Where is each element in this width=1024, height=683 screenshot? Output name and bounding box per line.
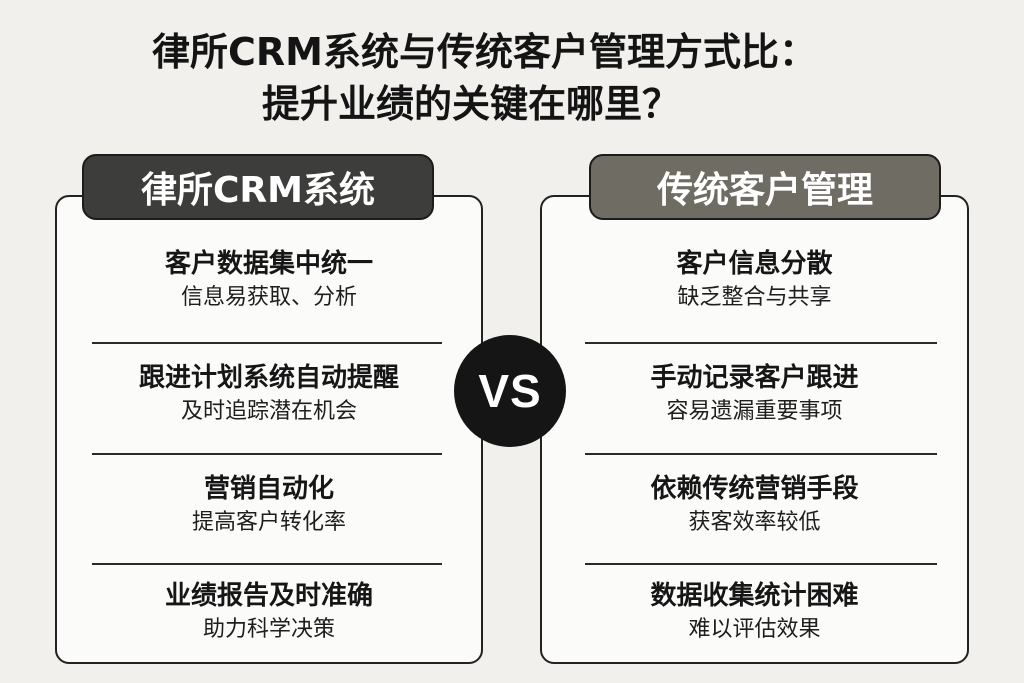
divider xyxy=(92,453,442,455)
title-line-1: 律所CRM系统与传统客户管理方式比： xyxy=(152,30,817,74)
item-heading: 跟进计划系统自动提醒 xyxy=(138,363,399,393)
list-item: 手动记录客户跟进 容易遗漏重要事项 xyxy=(542,361,967,427)
item-detail: 提高客户转化率 xyxy=(191,510,346,535)
crm-system-panel: 客户数据集中统一 信息易获取、分析 跟进计划系统自动提醒 及时追踪潜在机会 营销… xyxy=(55,195,483,664)
item-detail: 获客效率较低 xyxy=(688,510,821,535)
item-heading: 数据收集统计困难 xyxy=(650,581,859,611)
list-item: 依赖传统营销手段 获客效率较低 xyxy=(542,472,967,538)
divider xyxy=(585,563,937,565)
item-heading: 客户信息分散 xyxy=(676,249,833,279)
list-item: 业绩报告及时准确 助力科学决策 xyxy=(57,579,481,645)
list-item: 数据收集统计困难 难以评估效果 xyxy=(542,579,967,645)
vs-badge: VS xyxy=(454,335,566,447)
item-detail: 及时追踪潜在机会 xyxy=(180,399,357,424)
list-item: 跟进计划系统自动提醒 及时追踪潜在机会 xyxy=(57,361,481,427)
item-heading: 业绩报告及时准确 xyxy=(164,581,373,611)
list-item: 客户信息分散 缺乏整合与共享 xyxy=(542,247,967,313)
title-line-2: 提升业绩的关键在哪里？ xyxy=(262,82,681,126)
crm-system-heading: 律所CRM系统 xyxy=(82,154,434,220)
divider xyxy=(585,453,937,455)
divider xyxy=(92,342,442,344)
divider xyxy=(92,563,442,565)
item-detail: 助力科学决策 xyxy=(202,617,335,642)
item-heading: 手动记录客户跟进 xyxy=(650,363,859,393)
divider xyxy=(585,342,937,344)
item-detail: 容易遗漏重要事项 xyxy=(666,399,843,424)
item-detail: 信息易获取、分析 xyxy=(180,285,357,310)
item-detail: 难以评估效果 xyxy=(688,617,821,642)
item-heading: 营销自动化 xyxy=(203,474,334,504)
traditional-management-panel: 客户信息分散 缺乏整合与共享 手动记录客户跟进 容易遗漏重要事项 依赖传统营销手… xyxy=(540,195,969,664)
list-item: 营销自动化 提高客户转化率 xyxy=(57,472,481,538)
list-item: 客户数据集中统一 信息易获取、分析 xyxy=(57,247,481,313)
traditional-management-heading: 传统客户管理 xyxy=(589,154,941,220)
item-detail: 缺乏整合与共享 xyxy=(677,285,832,310)
item-heading: 客户数据集中统一 xyxy=(164,249,373,279)
item-heading: 依赖传统营销手段 xyxy=(650,474,859,504)
